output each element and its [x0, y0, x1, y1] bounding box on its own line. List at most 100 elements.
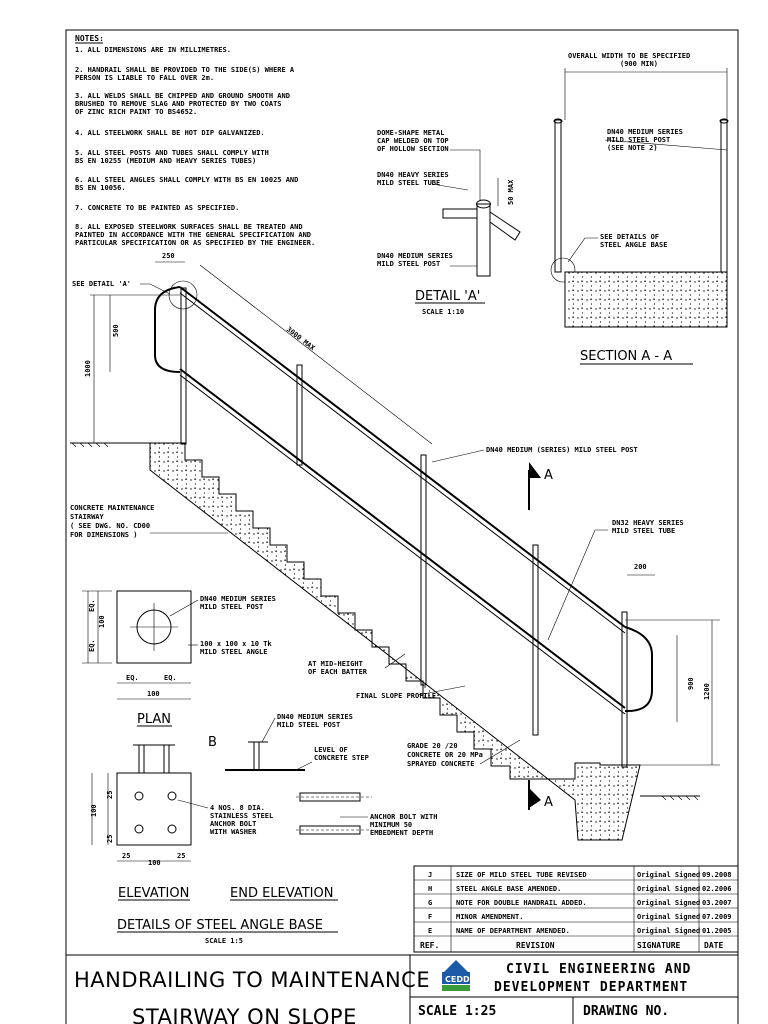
plan-angle-label: 100 x 100 x 10 Tk [200, 640, 272, 648]
revision-sig: Original Signed [637, 913, 700, 921]
section-aa: OVERALL WIDTH TO BE SPECIFIED (900 MIN) … [550, 52, 729, 365]
plan-dim-100: 100 [147, 690, 160, 698]
notes-heading: NOTES: [75, 34, 104, 43]
revision-ref: E [428, 927, 432, 935]
note-line: 1. ALL DIMENSIONS ARE IN MILLIMETRES. [75, 46, 231, 54]
note-line: 4. ALL STEELWORK SHALL BE HOT DIP GALVAN… [75, 129, 265, 137]
revision-date: 07.2009 [702, 913, 732, 921]
detail-a-dim: 50 MAX [507, 179, 515, 205]
plan-post-label: MILD STEEL POST [200, 603, 263, 611]
stair-label: STAIRWAY [70, 513, 105, 521]
revision-date: 01.2005 [702, 927, 732, 935]
note-line: 7. CONCRETE TO BE PAINTED AS SPECIFIED. [75, 204, 239, 212]
bolt-label: 4 NOS. 8 DIA. [210, 804, 265, 812]
note-line: PAINTED IN ACCORDANCE WITH THE GENERAL S… [75, 231, 311, 239]
grade-label: CONCRETE OR 20 MPa [407, 751, 483, 759]
note-line: 5. ALL STEEL POSTS AND TUBES SHALL COMPL… [75, 149, 269, 157]
revision-ref: F [428, 913, 432, 921]
plan-dim-eq: EQ. [88, 639, 96, 652]
revision-text: NOTE FOR DOUBLE HANDRAIL ADDED. [456, 899, 587, 907]
dim-1200: 1200 [703, 683, 711, 700]
dim-3000-max: 3000 MAX [285, 325, 317, 353]
dim-1000: 1000 [84, 360, 92, 377]
bolt-label: STAINLESS STEEL [210, 812, 273, 820]
revision-sig: Original Signed [637, 871, 700, 879]
drawing-title-line1: HANDRAILING TO MAINTENANCE [74, 968, 430, 992]
scale-label: SCALE 1:25 [418, 1004, 496, 1019]
cedd-logo: CEDD [442, 960, 470, 991]
revision-sig: Original Signed [637, 885, 700, 893]
plan-dim-eq: EQ. [164, 674, 177, 682]
plan-dim-100: 100 [98, 615, 106, 628]
revision-text: STEEL ANGLE BASE AMENDED. [456, 885, 561, 893]
revision-sig: Original Signed [637, 899, 700, 907]
section-base-label: SEE DETAILS OF [600, 233, 659, 241]
notes-block: NOTES: 1. ALL DIMENSIONS ARE IN MILLIMET… [75, 34, 315, 247]
plan-dim-eq: EQ. [88, 599, 96, 612]
base-post-label: DN40 MEDIUM SERIES [277, 713, 353, 721]
note-line: 6. ALL STEEL ANGLES SHALL COMPLY WITH BS… [75, 176, 298, 184]
detail-a-post-label: MILD STEEL POST [377, 260, 440, 268]
mark-b: B [208, 735, 217, 750]
detail-a-title: DETAIL 'A' [415, 289, 480, 304]
section-mark-bottom: A [544, 795, 553, 810]
stair-label: CONCRETE MAINTENANCE [70, 504, 154, 512]
detail-a-scale: SCALE 1:10 [422, 308, 464, 316]
base-dim-25: 25 [106, 835, 114, 843]
tube-label: DN32 HEAVY SERIES [612, 519, 684, 527]
batter-label: AT MID-HEIGHT [308, 660, 363, 668]
rev-header-ref: REF. [420, 941, 439, 950]
handrail-post [296, 364, 303, 466]
slope-label: FINAL SLOPE PROFILE [356, 692, 436, 700]
rev-header-signature: SIGNATURE [637, 941, 681, 950]
section-aa-title: SECTION A - A [580, 349, 672, 364]
section-width-label: OVERALL WIDTH TO BE SPECIFIED [568, 52, 690, 60]
handrail-post [180, 287, 187, 445]
section-mark-top: A [544, 468, 553, 483]
base-dim-100: 100 [90, 804, 98, 817]
dim-500: 500 [112, 324, 120, 337]
note-line: 3. ALL WELDS SHALL BE CHIPPED AND GROUND… [75, 92, 290, 100]
revision-date: 03.2007 [702, 899, 732, 907]
note-line: BS EN 10056. [75, 184, 126, 192]
revision-text: MINOR AMENDMENT. [456, 913, 523, 921]
anchor-label: EMBEDMENT DEPTH [370, 829, 433, 837]
revision-ref: J [428, 871, 432, 879]
anchor-label: MINIMUM 50 [370, 821, 412, 829]
note-line: BRUSHED TO REMOVE SLAG AND PROTECTED BY … [75, 100, 282, 108]
dept-line2: DEVELOPMENT DEPARTMENT [494, 980, 688, 995]
plan-post-label: DN40 MEDIUM SERIES [200, 595, 276, 603]
stair-label: FOR DIMENSIONS ) [70, 531, 137, 539]
revision-sig: Original Signed [637, 927, 700, 935]
stair-label: ( SEE DWG. NO. CD00 [70, 522, 150, 530]
note-line: BS EN 10255 (MEDIUM AND HEAVY SERIES TUB… [75, 157, 256, 165]
dim-200: 200 [634, 563, 647, 571]
rev-header-revision: REVISION [516, 941, 555, 950]
revision-text: NAME OF DEPARTMENT AMENDED. [456, 927, 570, 935]
plan-angle-label: MILD STEEL ANGLE [200, 648, 267, 656]
level-label: CONCRETE STEP [314, 754, 369, 762]
section-post-label: DN40 MEDIUM SERIES [607, 128, 683, 136]
tube-label: MILD STEEL TUBE [612, 527, 675, 535]
detail-a-cap-label: CAP WELDED ON TOP [377, 137, 449, 145]
bolt-label: WITH WASHER [210, 828, 257, 836]
rev-header-date: DATE [704, 941, 723, 950]
plan-dim-eq: EQ. [126, 674, 139, 682]
base-post-label: MILD STEEL POST [277, 721, 340, 729]
elevation-title: ELEVATION [118, 886, 189, 901]
see-detail-label: SEE DETAIL 'A' [72, 280, 131, 288]
note-line: 8. ALL EXPOSED STEELWORK SURFACES SHALL … [75, 223, 303, 231]
end-elevation-title: END ELEVATION [230, 886, 333, 901]
note-line: PARTICULAR SPECIFICATION OR AS SPECIFIED… [75, 239, 315, 247]
note-line: OF ZINC RICH PAINT TO BS4652. [75, 108, 197, 116]
base-dim-25: 25 [177, 852, 185, 860]
post-label: DN40 MEDIUM (SERIES) MILD STEEL POST [486, 446, 638, 454]
section-post-label: MILD STEEL POST [607, 136, 670, 144]
batter-label: OF EACH BATTER [308, 668, 368, 676]
detail-a-tube-label: MILD STEEL TUBE [377, 179, 440, 187]
drawing-title-line2: STAIRWAY ON SLOPE [132, 1005, 357, 1024]
revision-date: 09.2008 [702, 871, 732, 879]
dept-line1: CIVIL ENGINEERING AND [506, 962, 691, 977]
base-dim-25: 25 [122, 852, 130, 860]
section-width-label: (900 MIN) [620, 60, 658, 68]
